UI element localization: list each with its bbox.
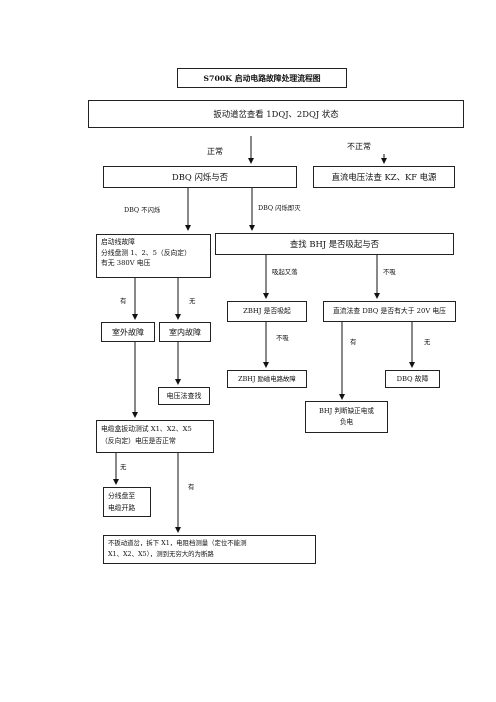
box-voltage-find: 电压法查找 — [158, 387, 210, 405]
box-zbhj-pick: ZBHJ 是否吸起 — [227, 301, 307, 322]
bhj-judge-line-1: BHJ 判断缺正电或 — [319, 407, 374, 415]
label-dbq-no-flash: DBQ 不闪烁 — [124, 206, 161, 214]
start-fault-line-3: 有无 380V 电压 — [101, 259, 151, 267]
box-indoor-fault: 室内故障 — [159, 322, 211, 342]
box-final-step: 不扳动道岔，拆下 X1，电阻档测量（定位不能测 X1、X2、X5），测到无穷大的… — [103, 535, 316, 564]
cable-box-test-line-2: （反向定）电压是否正常 — [101, 437, 176, 445]
bhj-judge-line-2: 负电 — [339, 418, 354, 426]
split-to-cable-line-1: 分线盘至 — [108, 492, 136, 500]
split-to-cable-line-2: 电缆开路 — [108, 504, 136, 512]
label-none-left: 无 — [189, 297, 196, 305]
label-dbq-flash-off: DBQ 闪烁即灭 — [258, 204, 301, 212]
label-pick-then-drop: 吸起又落 — [272, 268, 298, 276]
box-start-fault: 启动线故障 分线盘测 1、2、5（反向定） 有无 380V 电压 — [96, 234, 211, 278]
final-step-line-2: X1、X2、X5），测到无穷大的为断路 — [108, 550, 214, 558]
box-dc-check-dbq: 直流法查 DBQ 是否有大于 20V 电压 — [323, 301, 456, 322]
label-none-bottom: 无 — [120, 463, 127, 471]
box-bhj-judge: BHJ 判断缺正电或 负电 — [305, 401, 388, 433]
label-has-right: 有 — [350, 338, 357, 346]
label-normal: 正常 — [207, 147, 223, 156]
box-cable-box-test: 电缆盒扳动测试 X1、X2、X5 （反向定）电压是否正常 — [96, 420, 214, 453]
label-abnormal: 不正常 — [347, 142, 371, 151]
box-dbq-flash: DBQ 闪烁与否 — [103, 166, 297, 188]
final-step-line-1: 不扳动道岔，拆下 X1，电阻档测量（定位不能测 — [108, 539, 247, 547]
page-title: S700K 启动电路故障处理流程图 — [177, 68, 347, 88]
label-not-pick: 不吸 — [383, 268, 396, 276]
box-dc-check-kz: 直流电压法查 KZ、KF 电源 — [313, 166, 455, 188]
box-dbq-fault: DBQ 故障 — [385, 370, 440, 388]
label-has-bottom: 有 — [188, 483, 195, 491]
box-zbhj-circuit-fault: ZBHJ 励磁电路故障 — [227, 370, 307, 388]
label-zbhj-not-pick: 不吸 — [276, 334, 289, 342]
cable-box-test-line-1: 电缆盒扳动测试 X1、X2、X5 — [101, 425, 192, 433]
start-fault-line-1: 启动线故障 — [101, 238, 135, 246]
start-fault-line-2: 分线盘测 1、2、5（反向定） — [101, 248, 191, 257]
box-find-bhj: 查找 BHJ 是否吸起与否 — [215, 233, 454, 255]
step-check-dqj: 扳动道岔查看 1DQJ、2DQJ 状态 — [88, 100, 464, 128]
box-outdoor-fault: 室外故障 — [101, 322, 155, 342]
label-none-right: 无 — [424, 338, 431, 346]
box-split-to-cable: 分线盘至 电缆开路 — [103, 487, 151, 517]
label-has-left: 有 — [120, 297, 127, 305]
